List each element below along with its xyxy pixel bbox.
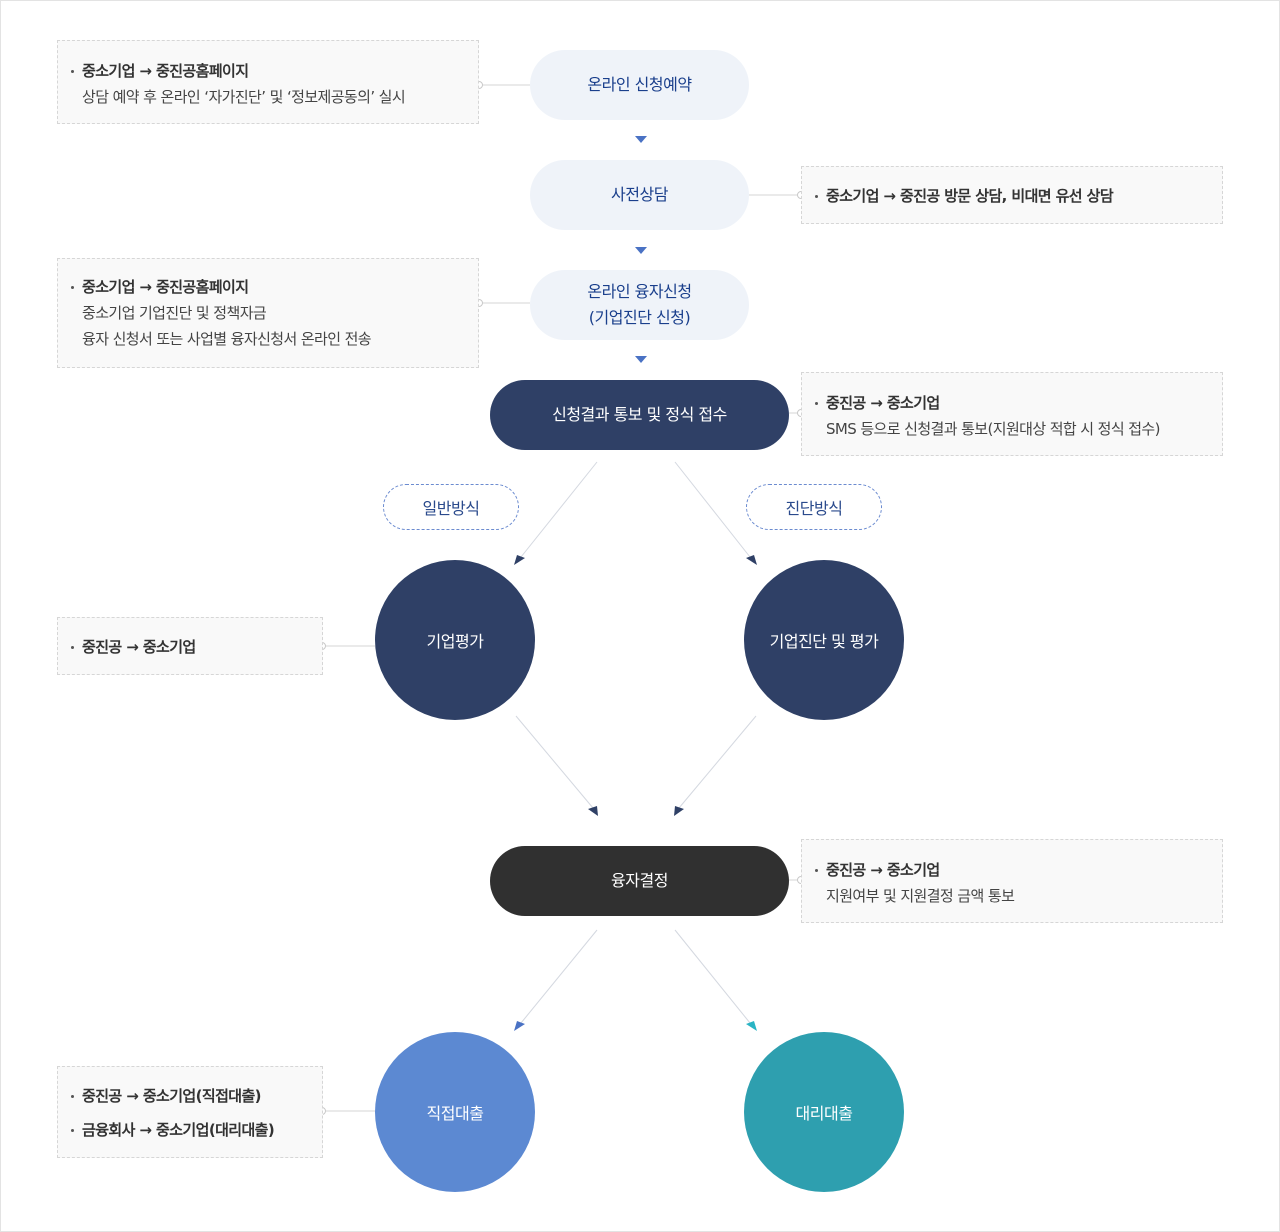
step-online-apply: 온라인 융자신청 (기업진단 신청) bbox=[530, 270, 749, 340]
arrow-down-icon bbox=[635, 247, 647, 254]
note-head: 중진공 → 중소기업 bbox=[82, 638, 196, 656]
flow-line bbox=[520, 461, 598, 558]
note-consult: 중소기업 → 중진공 방문 상담, 비대면 유선 상담 bbox=[801, 166, 1223, 224]
note-reservation: 중소기업 → 중진공홈페이지 상담 예약 후 온라인 ‘자가진단’ 및 ‘정보제… bbox=[57, 40, 479, 124]
circle-label: 기업진단 및 평가 bbox=[769, 632, 879, 651]
arrow-head-icon bbox=[588, 806, 598, 816]
step-decision: 융자결정 bbox=[490, 846, 789, 916]
step-result-notice: 신청결과 통보 및 정식 접수 bbox=[490, 380, 789, 450]
note-line: 중소기업 기업진단 및 정책자금 bbox=[82, 304, 267, 322]
step-label: 융자결정 bbox=[611, 871, 668, 890]
circle-direct-loan: 직접대출 bbox=[375, 1032, 535, 1192]
note-line: SMS 등으로 신청결과 통보(지원대상 적합 시 정식 접수) bbox=[826, 420, 1160, 438]
note-head: 중소기업 → 중진공홈페이지 bbox=[82, 278, 249, 296]
circle-label: 기업평가 bbox=[426, 632, 484, 651]
note-line: 상담 예약 후 온라인 ‘자가진단’ 및 ‘정보제공동의’ 실시 bbox=[82, 88, 406, 106]
note-loan: 중진공 → 중소기업(직접대출) 금융회사 → 중소기업(대리대출) bbox=[57, 1066, 323, 1158]
step-label: 사전상담 bbox=[611, 185, 668, 204]
arrow-head-icon bbox=[746, 555, 757, 565]
step-label: 온라인 신청예약 bbox=[587, 75, 692, 94]
note-head: 중소기업 → 중진공홈페이지 bbox=[82, 62, 249, 80]
arrow-head-icon bbox=[514, 555, 525, 565]
arrow-down-icon bbox=[635, 136, 647, 143]
step-label: 신청결과 통보 및 정식 접수 bbox=[552, 405, 727, 424]
note-item: 중진공 → 중소기업 bbox=[815, 857, 1206, 883]
note-head: 중소기업 → 중진공 방문 상담, 비대면 유선 상담 bbox=[826, 187, 1114, 205]
arrow-head-icon bbox=[746, 1021, 757, 1031]
method-diagnosis: 진단방식 bbox=[746, 484, 882, 530]
note-head: 중진공 → 중소기업 bbox=[826, 861, 940, 879]
circle-company-eval: 기업평가 bbox=[375, 560, 535, 720]
arrow-head-icon bbox=[514, 1021, 525, 1031]
note-head: 중진공 → 중소기업 bbox=[826, 394, 940, 412]
note-head: 중진공 → 중소기업(직접대출) bbox=[82, 1087, 262, 1105]
step-online-reservation: 온라인 신청예약 bbox=[530, 50, 749, 120]
note-item: 중소기업 → 중진공홈페이지 bbox=[71, 274, 462, 300]
note-item: 중소기업 → 중진공 방문 상담, 비대면 유선 상담 bbox=[815, 183, 1206, 209]
note-head: 금융회사 → 중소기업(대리대출) bbox=[82, 1121, 275, 1139]
note-item: 중진공 → 중소기업 bbox=[815, 390, 1206, 416]
circle-label: 직접대출 bbox=[426, 1104, 484, 1123]
step-label: 온라인 융자신청 (기업진단 신청) bbox=[587, 282, 692, 327]
note-decision: 중진공 → 중소기업 지원여부 및 지원결정 금액 통보 bbox=[801, 839, 1223, 923]
note-line: 지원여부 및 지원결정 금액 통보 bbox=[826, 887, 1015, 905]
flow-line bbox=[674, 929, 751, 1024]
flow-line bbox=[678, 715, 757, 809]
note-eval: 중진공 → 중소기업 bbox=[57, 617, 323, 675]
circle-label: 대리대출 bbox=[795, 1104, 853, 1123]
arrow-head-icon bbox=[674, 806, 684, 816]
step-pre-consult: 사전상담 bbox=[530, 160, 749, 230]
circle-company-diag: 기업진단 및 평가 bbox=[744, 560, 904, 720]
note-item: 중진공 → 중소기업 bbox=[71, 634, 306, 660]
flow-line bbox=[520, 929, 598, 1024]
note-apply: 중소기업 → 중진공홈페이지 중소기업 기업진단 및 정책자금 융자 신청서 또… bbox=[57, 258, 479, 368]
flow-line bbox=[674, 461, 751, 558]
circle-agency-loan: 대리대출 bbox=[744, 1032, 904, 1192]
arrow-down-icon bbox=[635, 356, 647, 363]
note-line: 융자 신청서 또는 사업별 융자신청서 온라인 전송 bbox=[82, 330, 372, 348]
flow-line bbox=[515, 715, 594, 809]
note-item: 중진공 → 중소기업(직접대출) bbox=[71, 1083, 306, 1109]
note-item: 중소기업 → 중진공홈페이지 bbox=[71, 58, 462, 84]
note-item: 금융회사 → 중소기업(대리대출) bbox=[71, 1117, 306, 1143]
note-result: 중진공 → 중소기업 SMS 등으로 신청결과 통보(지원대상 적합 시 정식 … bbox=[801, 372, 1223, 456]
method-general: 일반방식 bbox=[383, 484, 519, 530]
